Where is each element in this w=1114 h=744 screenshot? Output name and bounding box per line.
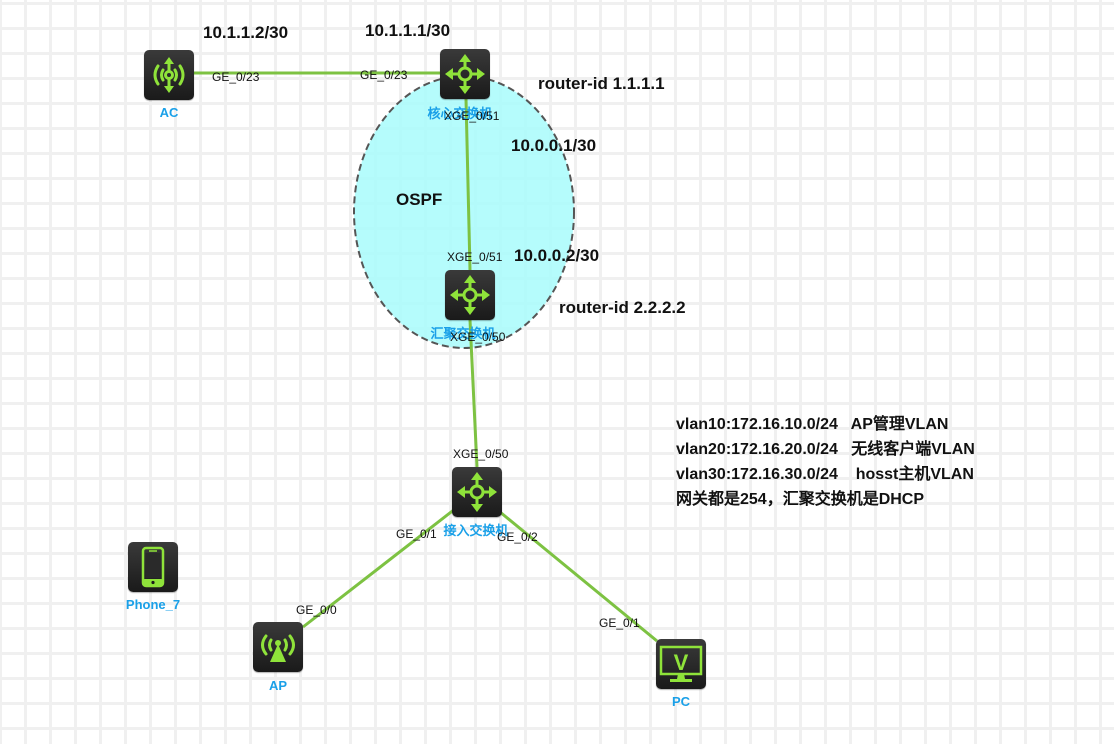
device-ac-label: AC (159, 105, 179, 120)
device-access-switch[interactable] (452, 467, 502, 517)
device-ap-label: AP (268, 678, 288, 693)
switch-icon (457, 472, 497, 512)
device-agg-switch[interactable] (445, 270, 495, 320)
pc-monitor-icon: V (659, 645, 703, 682)
device-core-switch[interactable] (440, 49, 490, 99)
link-core-agg[interactable] (464, 98, 472, 271)
device-agg-switch-label: 汇聚交换机 (430, 326, 496, 341)
note-vlan10: vlan10:172.16.10.0/24 AP管理VLAN (676, 416, 949, 433)
phone-icon (141, 546, 165, 588)
core-router-id-label: router-id 1.1.1.1 (538, 74, 665, 93)
wireless-controller-icon (153, 57, 185, 93)
ac-ip-label: 10.1.1.2/30 (203, 23, 289, 42)
note-vlan30: vlan30:172.16.30.0/24 hosst主机VLAN (676, 466, 974, 483)
device-access-switch-label: 接入交换机 (443, 523, 509, 538)
note-gateway-dhcp: 网关都是254，汇聚交换机是DHCP (676, 491, 925, 508)
link-access-pc[interactable] (499, 510, 658, 643)
agg-xge-ip-label: 10.0.0.2/30 (514, 246, 600, 265)
device-phone-label: Phone_7 (125, 597, 181, 612)
port-label-access-ge01: GE_0/1 (396, 527, 437, 541)
link-agg-access[interactable] (468, 319, 479, 468)
ospf-area[interactable] (353, 75, 575, 349)
agg-router-id-label: router-id 2.2.2.2 (559, 298, 686, 317)
port-label-access-xge050: XGE_0/50 (453, 447, 509, 461)
port-label-pc-ge01: GE_0/1 (599, 616, 640, 630)
device-pc-label: PC (671, 694, 691, 709)
switch-icon (450, 275, 490, 315)
switch-icon (445, 54, 485, 94)
port-label-core-xge051: XGE_0/51 (444, 109, 500, 123)
port-label-agg-xge050: XGE_0/50 (450, 330, 506, 344)
link-access-ap[interactable] (302, 507, 456, 629)
ospf-label: OSPF (396, 190, 443, 209)
device-core-switch-label: 核心交换机 (427, 106, 493, 121)
core-ip-label: 10.1.1.1/30 (365, 21, 451, 40)
device-ap[interactable] (253, 622, 303, 672)
device-ac[interactable] (144, 50, 194, 100)
device-phone[interactable] (128, 542, 178, 592)
port-label-core-ge023: GE_0/23 (360, 68, 408, 82)
device-pc[interactable]: V (656, 639, 706, 689)
core-xge-ip-label: 10.0.0.1/30 (511, 136, 597, 155)
port-label-agg-xge051: XGE_0/51 (447, 250, 503, 264)
svg-text:V: V (674, 650, 689, 675)
port-label-access-ge02: GE_0/2 (497, 530, 538, 544)
note-vlan20: vlan20:172.16.20.0/24 无线客户端VLAN (676, 441, 975, 458)
port-label-ac-ge023: GE_0/23 (212, 70, 260, 84)
port-label-ap-ge00: GE_0/0 (296, 603, 337, 617)
access-point-icon (261, 634, 295, 662)
